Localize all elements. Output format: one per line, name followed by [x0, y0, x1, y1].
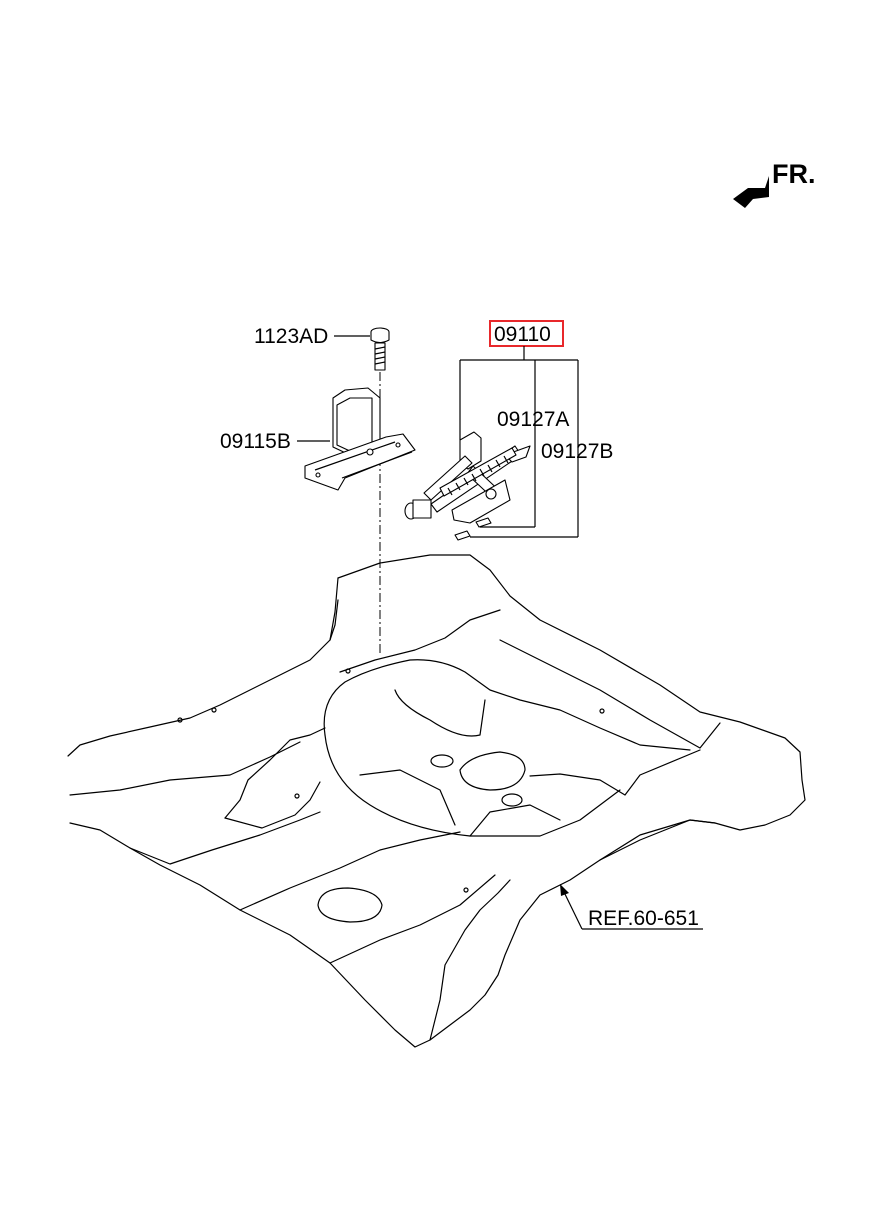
reference-callout[interactable]: REF.60-651	[560, 884, 703, 930]
floor-outer-contour	[69, 554, 806, 1048]
bolt-part-drawing	[370, 327, 390, 656]
bracket-part-number[interactable]: 09115B	[220, 430, 291, 453]
assembly-leader-lines	[459, 346, 579, 538]
assembly-part-number[interactable]: 09110	[494, 323, 551, 346]
front-direction-indicator: FR.	[733, 159, 816, 208]
assembly-highlight-box	[489, 320, 564, 347]
assembly-callout[interactable]: 09110	[489, 320, 564, 347]
bracket-part-drawing	[304, 387, 416, 491]
reference-label[interactable]: REF.60-651	[588, 907, 699, 930]
floor-panel-drawing	[67, 554, 806, 1048]
reference-leader-line	[562, 889, 583, 930]
arrow-forward-icon	[733, 176, 769, 208]
bolt-part-number[interactable]: 1123AD	[254, 325, 328, 348]
jack-part-b-number[interactable]: 09127B	[541, 440, 613, 463]
reference-arrowhead	[560, 884, 569, 896]
jack-part-drawing	[404, 431, 531, 541]
jack-part-a-number[interactable]: 09127A	[497, 408, 569, 431]
front-label: FR.	[772, 159, 816, 189]
